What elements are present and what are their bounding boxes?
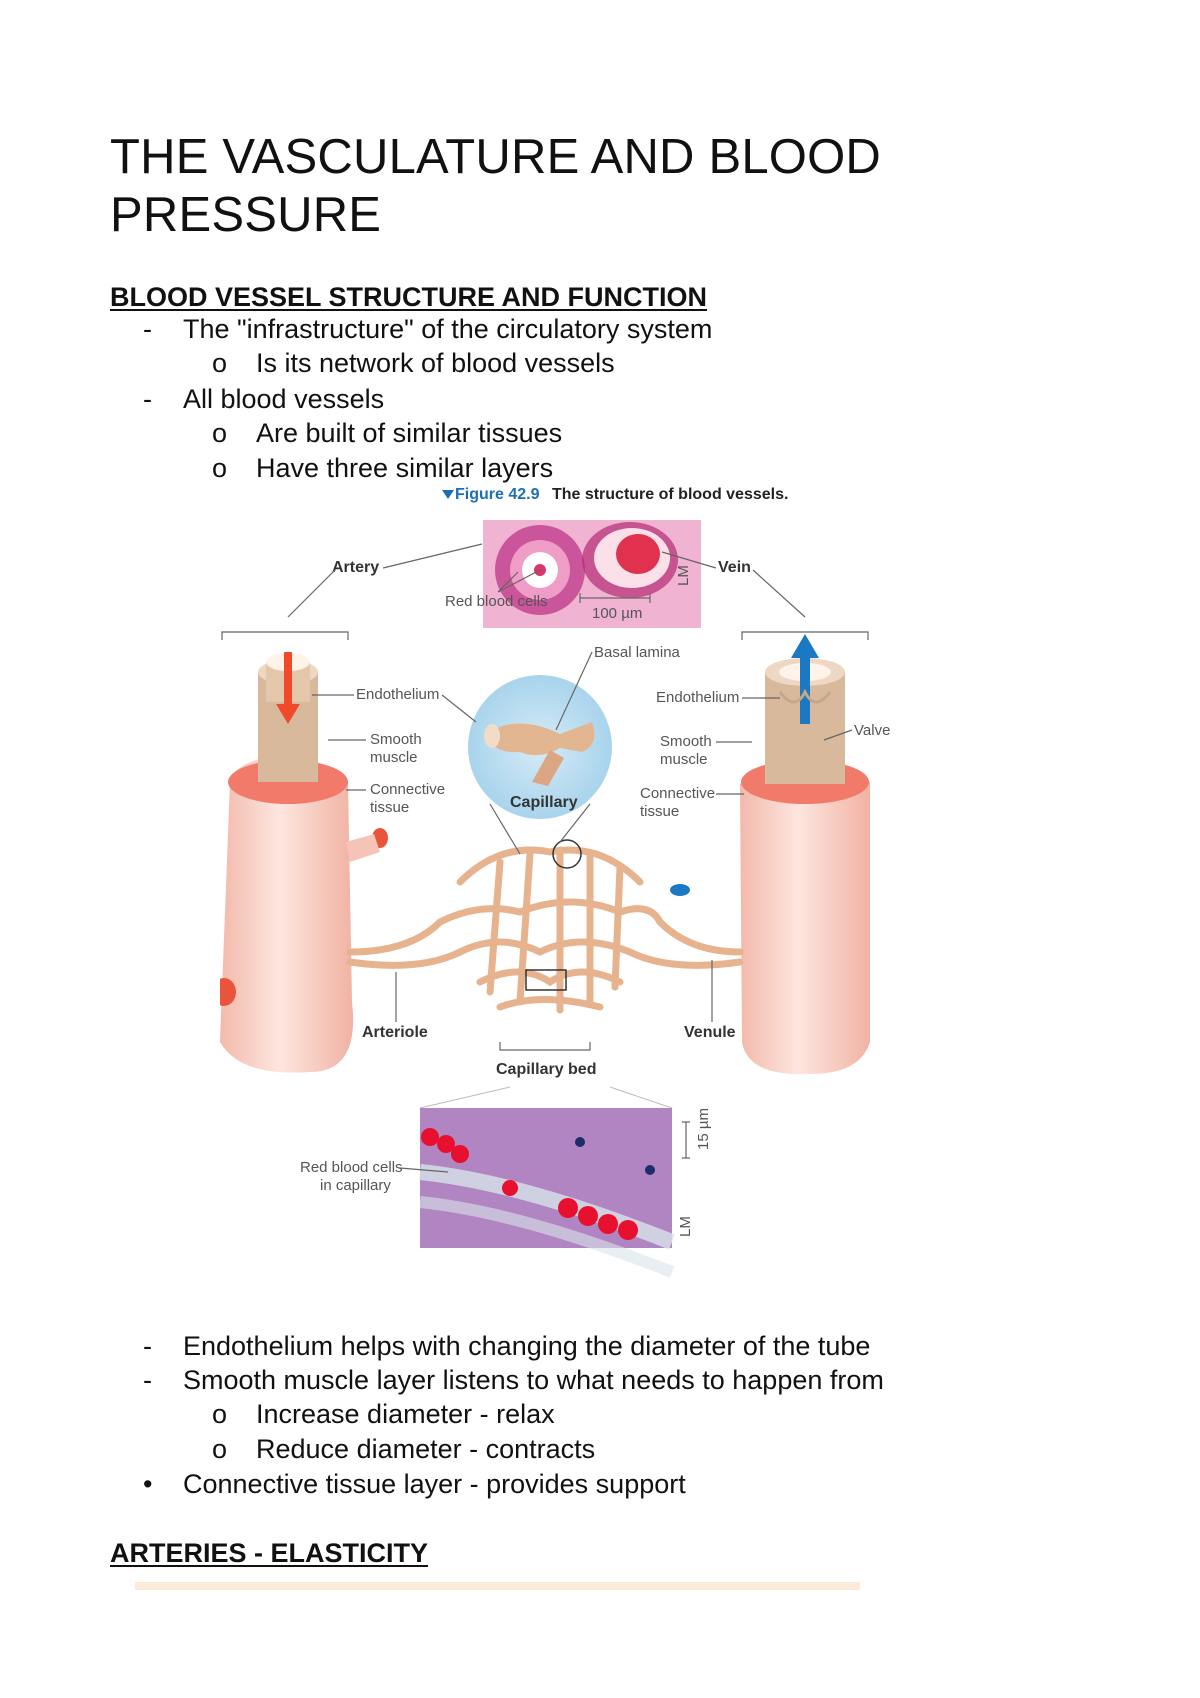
scale-bar-bottom-label: 15 µm — [695, 1108, 712, 1150]
vein-flow-arrow — [791, 634, 819, 658]
rbc-label-top: Red blood cells — [445, 593, 548, 610]
blood-vessel-figure: Figure 42.9 The structure of blood vesse… — [220, 482, 980, 1327]
capillary-zoom — [468, 675, 612, 819]
figure-caption: Figure 42.9 The structure of blood vesse… — [455, 486, 788, 503]
bullet-text: Endothelium helps with changing the diam… — [183, 1331, 871, 1361]
endothelium-label-left: Endothelium — [356, 686, 439, 703]
page-title: THE VASCULATURE AND BLOOD PRESSURE — [110, 130, 882, 242]
sub-bullet-text: Increase diameter - relax — [256, 1399, 555, 1429]
artery-label: Artery — [332, 559, 379, 576]
endothelium-label-right: Endothelium — [656, 689, 739, 706]
bullet-marker: • — [143, 1469, 153, 1499]
bullet-marker: - — [143, 384, 152, 414]
capillary-bed — [346, 846, 744, 1014]
bullet-marker: - — [143, 1331, 152, 1361]
artery-flow-arrow — [276, 704, 300, 724]
bullet-text: Smooth muscle layer listens to what need… — [183, 1365, 884, 1395]
section-heading-arteries: ARTERIES - ELASTICITY — [110, 1538, 429, 1568]
lm-label-top: LM — [675, 565, 692, 586]
micrograph-bottom — [419, 1108, 675, 1278]
sub-bullet-marker: o — [212, 418, 228, 448]
sub-bullet-text: Is its network of blood vessels — [256, 348, 615, 378]
chevron-down-icon — [442, 490, 454, 499]
sub-bullet-text: Have three similar layers — [256, 453, 554, 483]
scale-bar-top-label: 100 µm — [592, 605, 642, 622]
figure-title: The structure of blood vessels. — [552, 486, 789, 503]
figure-illustration: Figure 42.9 The structure of blood vesse… — [220, 486, 890, 1278]
valve-label: Valve — [854, 722, 890, 739]
highlight-bar — [135, 1582, 860, 1590]
arteriole-label: Arteriole — [362, 1024, 428, 1041]
bullet-text: Connective tissue layer - provides suppo… — [183, 1469, 686, 1499]
section-heading-blood-vessel: BLOOD VESSEL STRUCTURE AND FUNCTION — [110, 282, 708, 312]
vein-vessel — [670, 634, 870, 1075]
bullet-text: The "infrastructure" of the circulatory … — [183, 314, 713, 344]
micrograph-top — [483, 520, 701, 628]
sub-bullet-text: Reduce diameter - contracts — [256, 1434, 596, 1464]
artery-vessel — [220, 652, 388, 1073]
bullet-marker: - — [143, 1365, 152, 1395]
lm-label-bottom: LM — [677, 1216, 694, 1237]
capillary-label: Capillary — [510, 794, 578, 811]
sub-bullet-text: Are built of similar tissues — [256, 418, 563, 448]
sub-bullet-marker: o — [212, 1434, 228, 1464]
bullet-text: All blood vessels — [183, 384, 385, 414]
basal-lamina-label: Basal lamina — [594, 644, 681, 661]
vein-label: Vein — [718, 559, 751, 576]
bullet-marker: - — [143, 314, 152, 344]
sub-bullet-marker: o — [212, 1399, 228, 1429]
venule-label: Venule — [684, 1024, 736, 1041]
figure-number: Figure 42.9 — [455, 486, 540, 503]
capillary-bed-label: Capillary bed — [496, 1061, 596, 1078]
sub-bullet-marker: o — [212, 453, 228, 483]
sub-bullet-marker: o — [212, 348, 228, 378]
